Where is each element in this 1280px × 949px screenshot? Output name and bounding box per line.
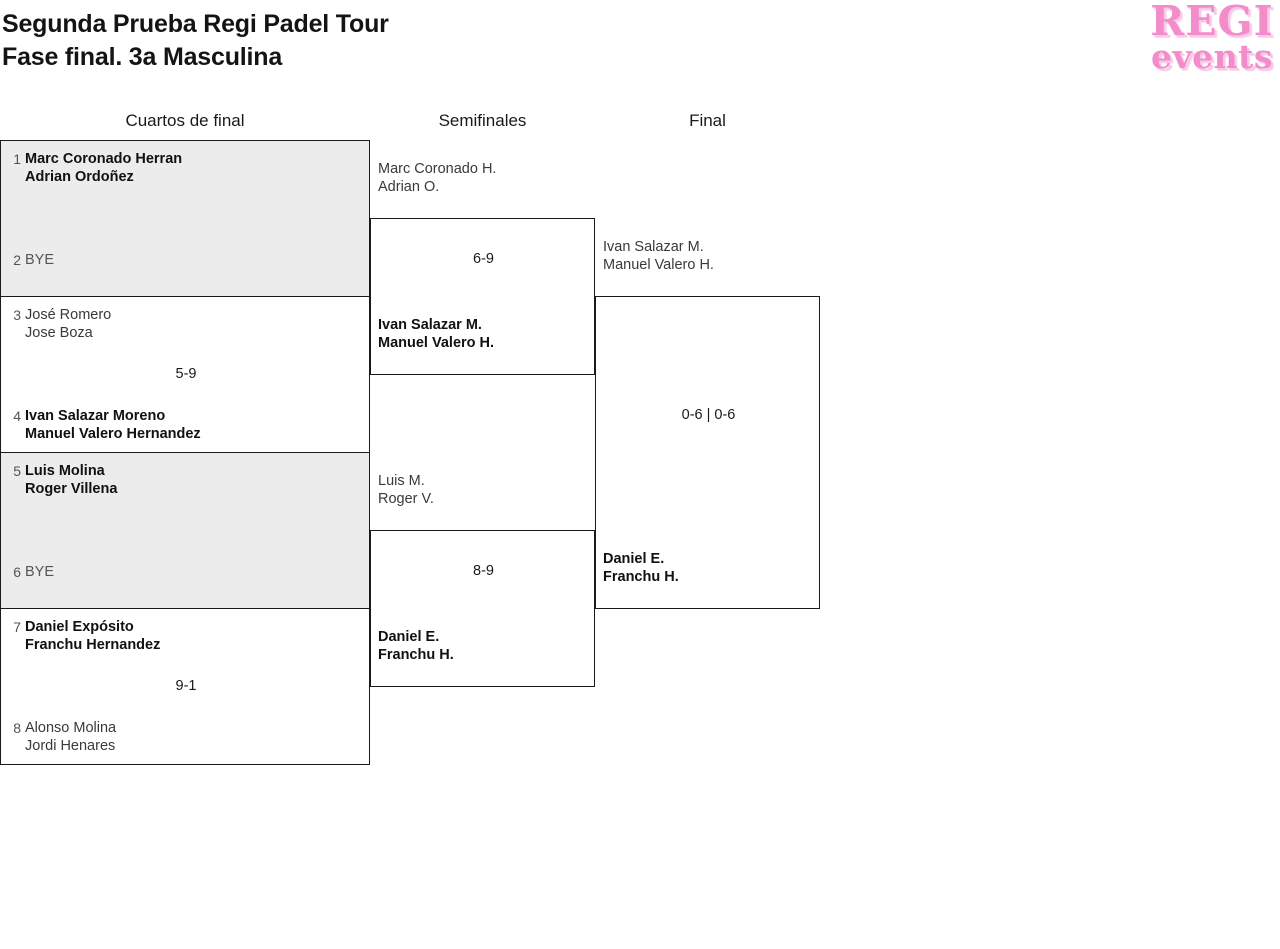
team-slot[interactable]: Ivan Salazar M. Manuel Valero H. <box>371 316 594 352</box>
seed-number: 8 <box>13 720 21 736</box>
team-names: BYE <box>25 564 55 580</box>
round-header-semifinals: Semifinales <box>438 111 527 130</box>
match-quarterfinal-2[interactable]: 3 José Romero Jose Boza 5-9 4 Ivan Salaz… <box>0 296 370 453</box>
match-semifinal-1[interactable]: Marc Coronado H. Adrian O. 6-9 Ivan Sala… <box>370 161 595 375</box>
round-header-quarterfinals: Cuartos de final <box>125 111 245 130</box>
seed-number: 5 <box>13 463 21 479</box>
seed-number: 4 <box>13 408 21 424</box>
team-names: Ivan Salazar Moreno Manuel Valero Hernan… <box>25 408 201 442</box>
team-names: Ivan Salazar M. Manuel Valero H. <box>378 317 495 351</box>
team-slot[interactable]: 7 Daniel Expósito Franchu Hernandez <box>1 618 369 654</box>
team-names: Luis M. Roger V. <box>378 473 434 507</box>
logo-text-regi: REGI <box>1150 0 1274 45</box>
match-quarterfinal-3[interactable]: 5 Luis Molina Roger Villena 6 BYE <box>0 452 370 609</box>
page-title: Segunda Prueba Regi Padel Tour Fase fina… <box>2 10 389 71</box>
round-header-final: Final <box>689 111 726 130</box>
team-slot[interactable]: 3 José Romero Jose Boza <box>1 306 369 342</box>
team-names: Alonso Molina Jordi Henares <box>25 720 117 754</box>
team-slot[interactable]: 2 BYE <box>1 251 369 269</box>
regi-events-logo: REGI events <box>1146 0 1278 84</box>
match-semifinal-2[interactable]: Luis M. Roger V. 8-9 Daniel E. Franchu H… <box>370 473 595 687</box>
seed-number: 6 <box>13 564 21 580</box>
logo-text-events: events <box>1151 37 1273 76</box>
match-score: 8-9 <box>473 563 494 579</box>
team-slot[interactable]: Marc Coronado H. Adrian O. <box>371 160 594 196</box>
team-names: José Romero Jose Boza <box>25 307 112 341</box>
team-slot[interactable]: 8 Alonso Molina Jordi Henares <box>1 719 369 755</box>
match-quarterfinal-1[interactable]: 1 Marc Coronado Herran Adrian Ordoñez 2 … <box>0 140 370 297</box>
match-final[interactable]: Ivan Salazar M. Manuel Valero H. 0-6 | 0… <box>595 239 820 609</box>
team-slot[interactable]: 4 Ivan Salazar Moreno Manuel Valero Hern… <box>1 407 369 443</box>
team-slot[interactable]: Luis M. Roger V. <box>371 472 594 508</box>
page-header: Segunda Prueba Regi Padel Tour Fase fina… <box>0 0 1280 95</box>
match-score: 6-9 <box>473 251 494 267</box>
match-score: 9-1 <box>175 678 197 694</box>
team-slot[interactable]: Daniel E. Franchu H. <box>371 628 594 664</box>
seed-number: 1 <box>13 151 21 167</box>
team-names: Ivan Salazar M. Manuel Valero H. <box>603 239 714 273</box>
team-slot[interactable]: 5 Luis Molina Roger Villena <box>1 462 369 498</box>
match-quarterfinal-4[interactable]: 7 Daniel Expósito Franchu Hernandez 9-1 … <box>0 608 370 765</box>
team-slot[interactable]: Ivan Salazar M. Manuel Valero H. <box>596 238 819 274</box>
team-slot[interactable]: 6 BYE <box>1 563 369 581</box>
seed-number: 7 <box>13 619 21 635</box>
team-names: Daniel E. Franchu H. <box>378 629 454 663</box>
team-names: Daniel Expósito Franchu Hernandez <box>25 619 161 653</box>
seed-number: 2 <box>13 252 21 268</box>
team-slot[interactable]: Daniel E. Franchu H. <box>596 550 819 586</box>
team-names: BYE <box>25 252 55 268</box>
seed-number: 3 <box>13 307 21 323</box>
match-score: 5-9 <box>175 366 197 382</box>
team-names: Luis Molina Roger Villena <box>25 463 118 497</box>
team-names: Marc Coronado H. Adrian O. <box>378 161 497 195</box>
match-score: 0-6 | 0-6 <box>681 407 736 423</box>
team-slot[interactable]: 1 Marc Coronado Herran Adrian Ordoñez <box>1 150 369 186</box>
team-names: Daniel E. Franchu H. <box>603 551 679 585</box>
team-names: Marc Coronado Herran Adrian Ordoñez <box>25 151 183 185</box>
